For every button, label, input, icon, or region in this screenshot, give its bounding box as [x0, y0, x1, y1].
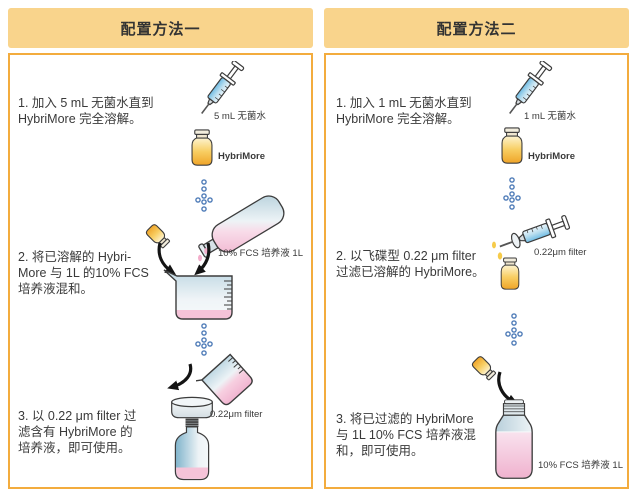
panel-2-body: 1. 加入 1 mL 无菌水直到 HybriMore 完全溶解。 1 mL 无菌…: [324, 53, 629, 489]
fcs-bottle-icon: [198, 195, 285, 262]
method1-step1-text: 1. 加入 5 mL 无菌水直到 HybriMore 完全溶解。: [18, 96, 154, 126]
hybrimore-vial-icon: [500, 257, 520, 290]
filter-label: 0.22μm filter: [534, 247, 587, 258]
syringe-volume-label: 5 mL 无菌水: [214, 111, 266, 122]
hybrimore-vial-icon: [501, 127, 523, 164]
vial-name-label: HybriMore: [218, 151, 265, 162]
dotted-arrow-icon: [503, 177, 521, 210]
pouring-vial-icon: [471, 356, 497, 381]
beaker-icon: [163, 269, 233, 320]
syringe-filter-icon: [492, 214, 571, 260]
syringe-volume-label: 1 mL 无菌水: [524, 111, 576, 122]
pour-arrow-icon: [167, 363, 193, 391]
media-bottle-icon: [495, 399, 533, 479]
dotted-arrow-icon: [505, 313, 523, 346]
vial-name-label: HybriMore: [528, 151, 575, 162]
method2-step3-text: 3. 将已过滤的 HybriMore 与 1L 10% FCS 培养液混 和，即…: [336, 412, 476, 458]
fcs-bottle-label: 10% FCS 培养液 1L: [538, 460, 623, 471]
panel-1-body: 1. 加入 5 mL 无菌水直到 HybriMore 完全溶解。 5 mL 无菌…: [8, 53, 313, 489]
pour-arrows-icon: [157, 242, 211, 276]
filter-label: 0.22μm filter: [210, 409, 263, 420]
method2-step1-text: 1. 加入 1 mL 无菌水直到 HybriMore 完全溶解。: [336, 96, 472, 126]
panel-2-title: 配置方法二: [324, 8, 629, 48]
panel-method-2: 配置方法二 1. 加入 1 mL 无菌水直到 HybriMore 完全溶解。 1…: [324, 8, 629, 489]
method1-step2-text: 2. 将已溶解的 Hybri- More 与 1L 的10% FCS 培养液混和…: [18, 250, 149, 296]
hybrimore-vial-icon: [191, 129, 213, 166]
dotted-arrow-icon: [195, 323, 213, 356]
method1-step3-text: 3. 以 0.22 μm filter 过 滤含有 HybriMore 的 培养…: [18, 409, 137, 455]
pouring-beaker-icon: [196, 353, 253, 406]
filter-bottle-icon: [171, 396, 213, 481]
panel-method-1: 配置方法一 1. 加入 5 mL 无菌水直到 HybriMore 完全溶解。 5…: [8, 8, 313, 489]
method2-step2-text: 2. 以飞碟型 0.22 μm filter 过滤已溶解的 HybriMore。: [336, 249, 485, 279]
fcs-bottle-label: 10% FCS 培养液 1L: [218, 248, 303, 259]
panel-1-title: 配置方法一: [8, 8, 313, 48]
syringe-icon: [201, 61, 245, 114]
syringe-icon: [509, 61, 553, 114]
dotted-arrow-icon: [195, 179, 213, 212]
